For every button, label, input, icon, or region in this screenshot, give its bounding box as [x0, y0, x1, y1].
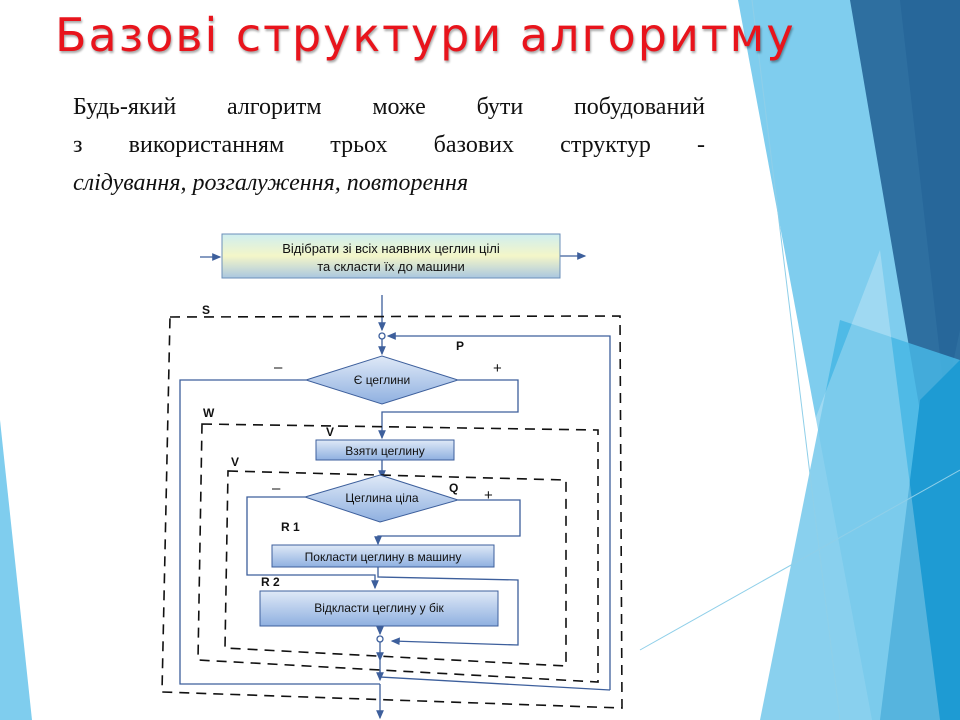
- bg-shape-glass: [700, 250, 940, 720]
- label-s: S: [202, 303, 210, 317]
- decision-bricks-exist: [304, 355, 460, 405]
- plus-label: +: [493, 360, 502, 377]
- intro-line-italic: слідування, розгалуження, повторення: [73, 170, 469, 196]
- bg-line: [751, 0, 841, 720]
- minus-label: –: [272, 480, 281, 497]
- decision1-label: Є цеглини: [354, 373, 411, 387]
- label-v-inner: V: [231, 455, 239, 469]
- label-r1: R 1: [281, 520, 300, 534]
- put-brick-label: Покласти цеглину в машину: [305, 550, 462, 564]
- slide-title: Базові структури алгоритму: [55, 8, 796, 62]
- label-r2: R 2: [261, 575, 280, 589]
- decision-brick-whole: [303, 474, 460, 523]
- minus-label: –: [274, 359, 283, 376]
- top-block-line1: Відібрати зі всіх наявних цеглин цілі: [282, 241, 500, 256]
- intro-line: з використанням трьох базових структур -: [73, 132, 705, 158]
- label-v: V: [326, 425, 334, 439]
- frame-w: [197, 423, 599, 683]
- label-p: P: [456, 339, 464, 353]
- bg-shape-dark2: [900, 0, 960, 400]
- frame-s: [161, 315, 623, 709]
- decision2-label: Цеглина ціла: [345, 491, 419, 505]
- bg-shape-left: [0, 420, 32, 720]
- plus-label: +: [484, 487, 493, 504]
- label-w: W: [203, 406, 215, 420]
- put-brick-block: [271, 544, 495, 568]
- top-block: [221, 233, 561, 279]
- set-aside-block: [259, 590, 499, 627]
- frame-v: [224, 470, 567, 667]
- bg-shape-bright: [880, 360, 960, 720]
- set-aside-label: Відкласти цеглину у бік: [314, 601, 444, 615]
- take-brick-label: Взяти цеглину: [345, 444, 424, 458]
- intro-line: Будь-який алгоритм може бути побудований: [73, 94, 705, 120]
- bg-line: [639, 469, 960, 651]
- top-block-line2: та скласти їх до машини: [317, 259, 465, 274]
- label-q: Q: [449, 481, 458, 495]
- take-brick-block: [315, 439, 455, 461]
- intro-paragraph: Будь-який алгоритм може бути побудований…: [73, 88, 705, 202]
